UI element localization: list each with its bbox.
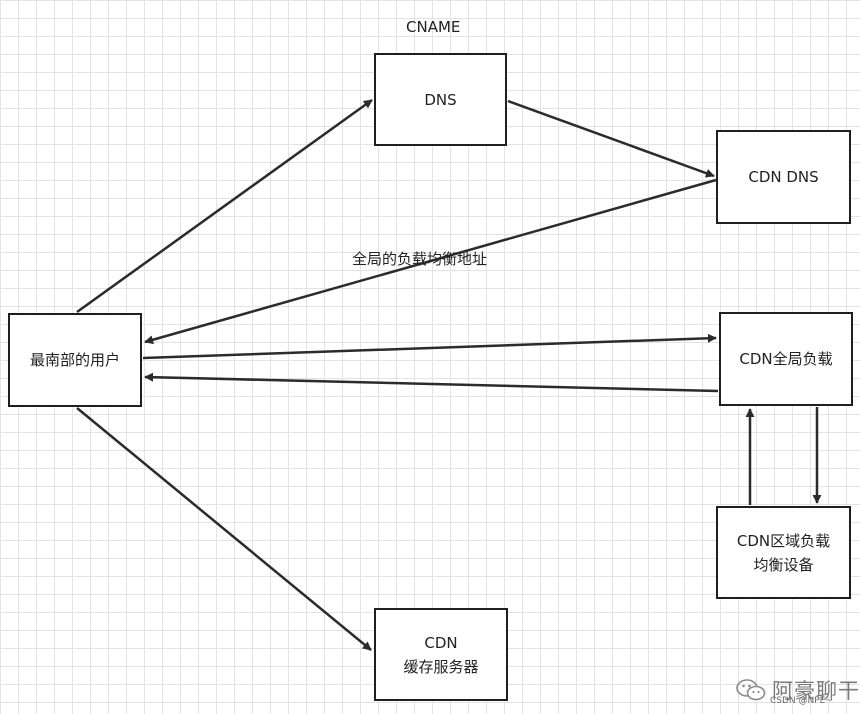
cname-label: CNAME bbox=[406, 18, 461, 36]
cdn-global-lb-node-label: CDN全局负载 bbox=[739, 350, 833, 368]
wechat-icon bbox=[736, 679, 766, 701]
watermark-sub: CSDN @NPE~ bbox=[770, 696, 833, 706]
dns-node-label: DNS bbox=[424, 90, 457, 109]
cdn-global-lb-node: CDN全局负载 bbox=[719, 312, 853, 406]
cdn-regional-lb-node-label: CDN区域负载 均衡设备 bbox=[736, 531, 831, 574]
edge-cdn-dns-to-user bbox=[144, 178, 717, 345]
cdn-dns-node: CDN DNS bbox=[716, 130, 851, 224]
edge-user-to-global-lb bbox=[142, 333, 717, 360]
cdn-dns-node-label: CDN DNS bbox=[748, 168, 819, 186]
user-node-label: 最南部的用户 bbox=[29, 351, 120, 369]
watermark: 阿豪聊干 bbox=[736, 668, 860, 712]
edge-global-lb-to-user bbox=[144, 372, 719, 393]
user-node: 最南部的用户 bbox=[8, 313, 142, 407]
edge-dns-to-cdn-dns bbox=[507, 99, 715, 178]
cdn-cache-node: CDN 缓存服务器 bbox=[374, 608, 508, 701]
global-lb-address-label: 全局的负载均衡地址 bbox=[352, 250, 488, 268]
cdn-cache-node-label: CDN 缓存服务器 bbox=[403, 633, 479, 676]
edge-user-to-dns bbox=[76, 98, 373, 314]
dns-node: DNS bbox=[374, 53, 507, 146]
cdn-regional-lb-node: CDN区域负载 均衡设备 bbox=[716, 506, 851, 599]
edge-user-to-cdn-cache bbox=[76, 407, 372, 651]
watermark-text: 阿豪聊干 bbox=[772, 679, 860, 703]
